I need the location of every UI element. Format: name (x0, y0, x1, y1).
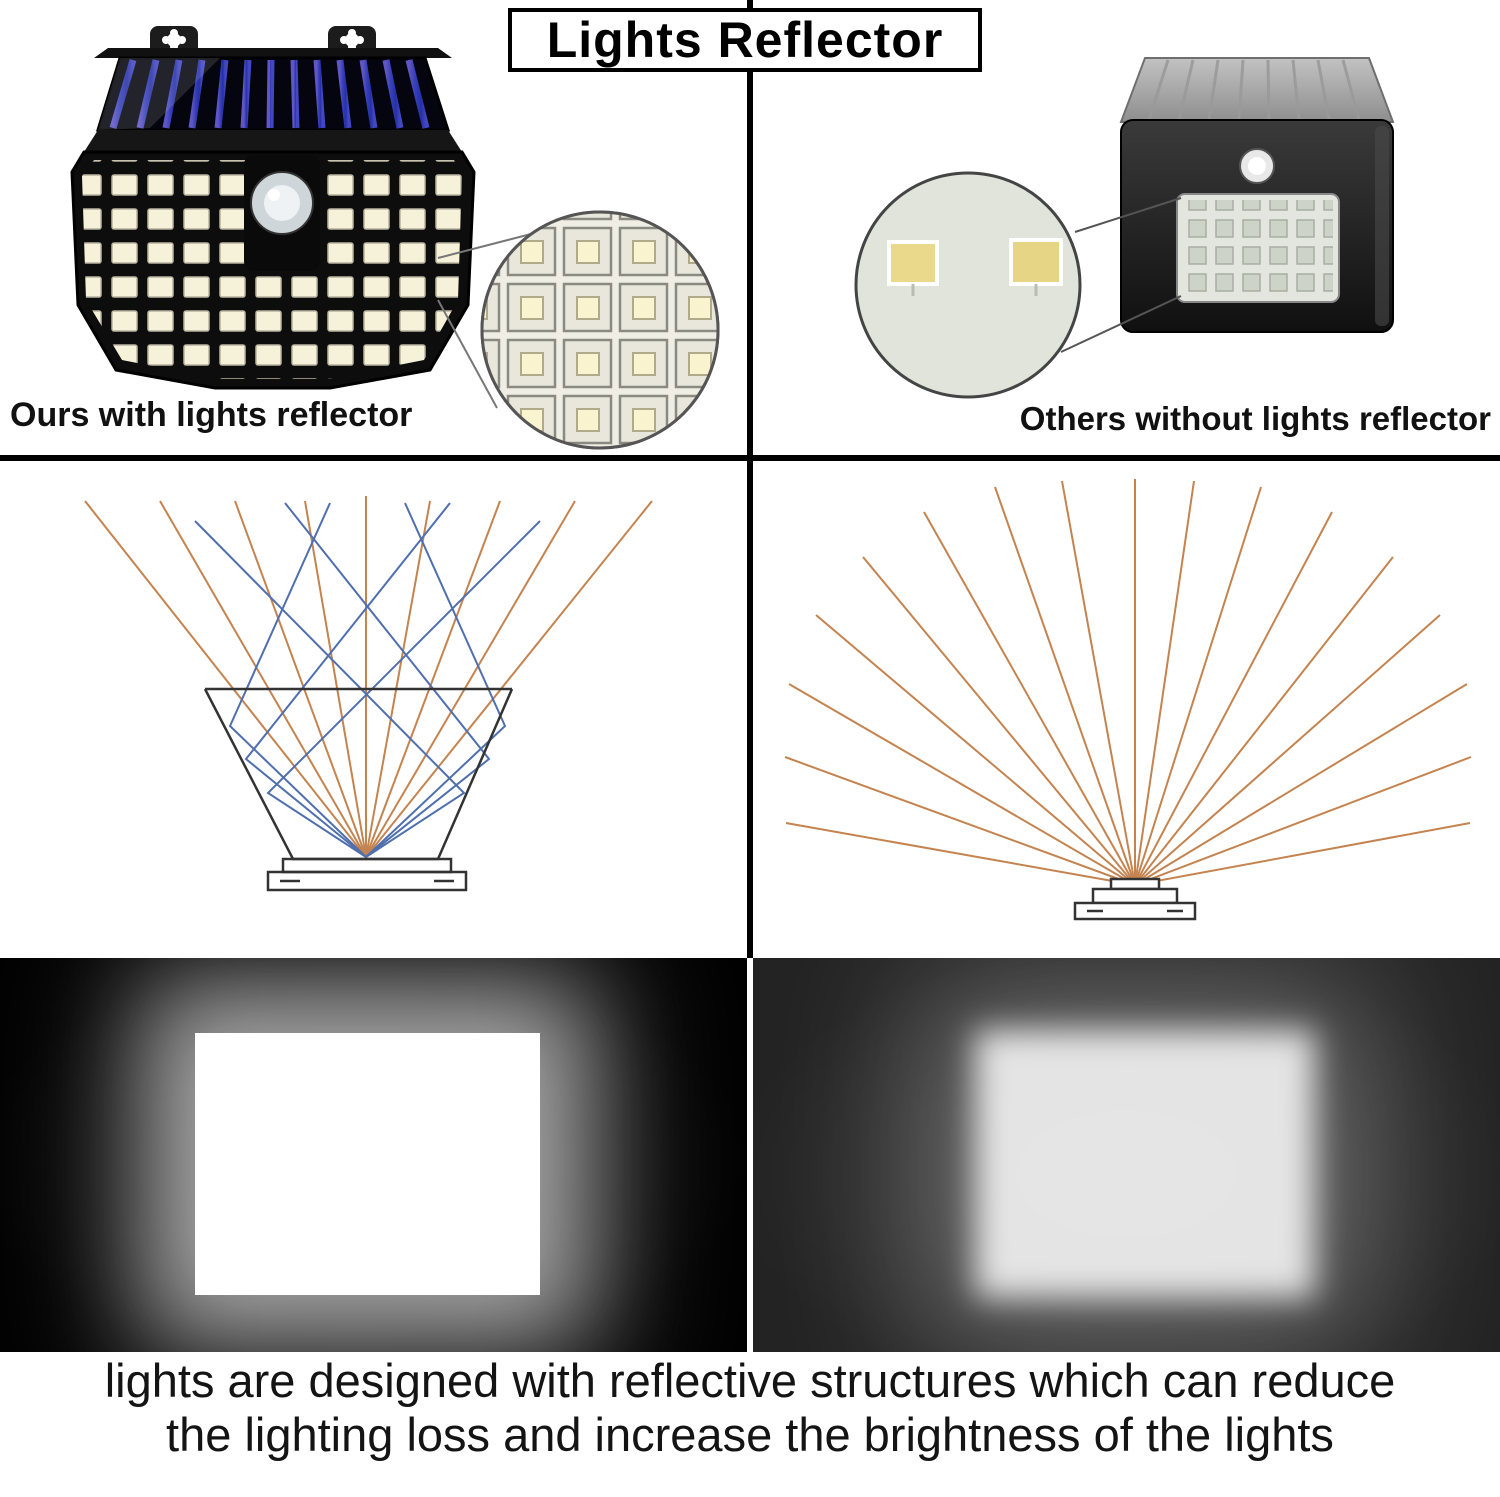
reflector-magnifier-icon (480, 210, 720, 450)
no-reflector-magnifier-icon (854, 171, 1082, 399)
caption-line-2: the lighting loss and increase the brigh… (166, 1407, 1334, 1461)
label-ours: Ours with lights reflector (10, 396, 413, 434)
cube-light-illustration (1119, 57, 1395, 333)
panel-reflector-ray-diagram (0, 461, 747, 958)
callout-line (1060, 295, 1182, 353)
solar-panel-stripes-icon (109, 59, 430, 129)
panel-dim-projection (753, 958, 1500, 1352)
caption: lights are designed with reflective stru… (0, 1354, 1500, 1497)
callout-line (437, 299, 498, 409)
led-chip (887, 240, 939, 286)
label-others: Others without lights reflector (1019, 400, 1491, 437)
bare-led-ray-diagram (784, 479, 1472, 921)
led-chip (1009, 238, 1063, 286)
scattered-rays (784, 479, 1472, 886)
other-solar-light-illustration (854, 57, 1395, 399)
direct-rays (84, 496, 653, 858)
panel-others-product: Others without lights reflector (753, 0, 1500, 455)
reflector-cup-ray-diagram (84, 496, 653, 892)
panel-ours-product: Ours with lights reflector (0, 0, 747, 455)
panel-bare-led-ray-diagram (753, 461, 1500, 958)
bare-led-outline (1073, 877, 1197, 921)
callout-line (1074, 197, 1182, 233)
page-title: Lights Reflector (546, 12, 944, 68)
vertical-divider (747, 0, 753, 958)
panel-bright-projection (0, 958, 747, 1352)
horizontal-divider (0, 455, 1500, 461)
reflector-cup-outline (203, 687, 514, 892)
our-solar-light-illustration (70, 26, 720, 450)
caption-line-1: lights are designed with reflective stru… (104, 1354, 1396, 1407)
title-box: Lights Reflector (508, 8, 982, 72)
reflected-rays (194, 502, 541, 858)
dim-light-square (975, 1030, 1315, 1298)
bright-light-square (195, 1033, 540, 1295)
